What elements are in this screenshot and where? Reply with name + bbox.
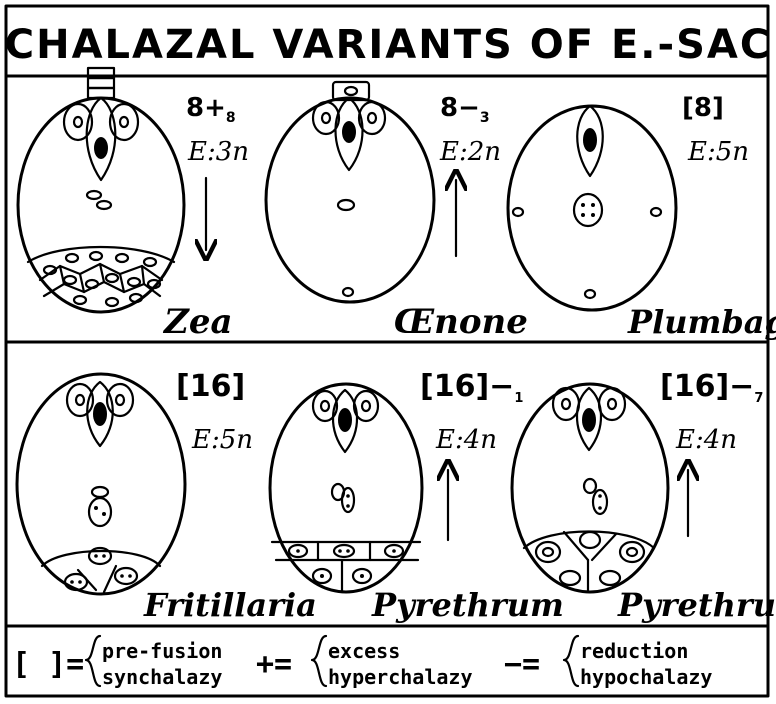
lateral-nucleus-right [651,208,661,216]
legend-plus-line2: hyperchalazy [328,665,473,689]
panel-fritillaria: [16] E:5n Fritillaria [17,369,317,624]
egg-apparatus [67,382,133,446]
panel-ploidy: E:5n [191,425,253,455]
egg-apparatus [313,98,385,170]
legend-bracket-symbol: [ ]= [12,647,84,682]
legend-minus-symbol: −= [504,647,540,682]
panel-genus: Zea [162,302,232,342]
fusion-nucleus [89,487,111,526]
panel-ploidy: E:4n [675,425,737,455]
egg-apparatus [577,106,603,176]
legend-bracket-line2: synchalazy [102,665,222,689]
legend-minus-line2: hypochalazy [580,665,712,689]
panel-genus: Plumbago [627,303,776,341]
embryo-sac [18,98,184,312]
panel-genus: Pyrethrum [617,586,776,624]
panel-ploidy: E:2n [439,137,501,167]
panel-ploidy: E:5n [687,137,749,167]
chalazal-nucleus [343,288,353,296]
polar-nucleus [338,200,354,210]
antipodal-stack [88,68,114,98]
panel-zea: 8+8 E:3n Zea [18,68,249,342]
panel-formula: [16]−7 [660,369,763,406]
legend-minus-line1: reduction [580,639,688,663]
panel-formula: 8+8 [186,93,236,126]
legend-plus-line1: excess [328,639,400,663]
legend: [ ]= pre-fusion synchalazy += excess hyp… [12,636,712,689]
fusion-nucleus [584,479,607,514]
panel-genus: Œnone [394,302,528,342]
panel-ploidy: E:3n [187,137,249,167]
antipodal-cells [524,532,654,593]
figure-title: CHALAZAL VARIANTS OF E.-SAC [5,22,771,68]
lateral-nucleus-left [513,208,523,216]
panel-genus: Fritillaria [143,586,317,624]
fusion-nucleus [574,194,602,226]
panel-genus: Pyrethrum [371,586,564,624]
polar-nuclei [87,191,111,209]
panel-ploidy: E:4n [435,425,497,455]
legend-brace [312,636,326,686]
egg-apparatus [313,390,378,452]
chalazal-nucleus [585,290,595,298]
panel-oenone: 8−3 E:2n Œnone [266,82,528,342]
panel-formula: [16] [176,369,245,404]
egg-apparatus [64,98,138,180]
fusion-nucleus [332,484,354,512]
antipodal-cells [42,548,160,592]
panel-plumbago: [8] E:5n Plumbago [508,93,776,341]
panel-formula: [16]−1 [420,369,523,406]
legend-brace [86,636,100,686]
panel-formula: [8] [682,93,724,123]
legend-bracket-line1: pre-fusion [102,639,222,663]
antipodal-cells [272,542,420,592]
antipodal-tissue [28,247,174,306]
legend-brace [564,636,578,686]
egg-apparatus [553,388,625,450]
panel-formula: 8−3 [440,93,490,126]
legend-plus-symbol: += [256,647,292,682]
